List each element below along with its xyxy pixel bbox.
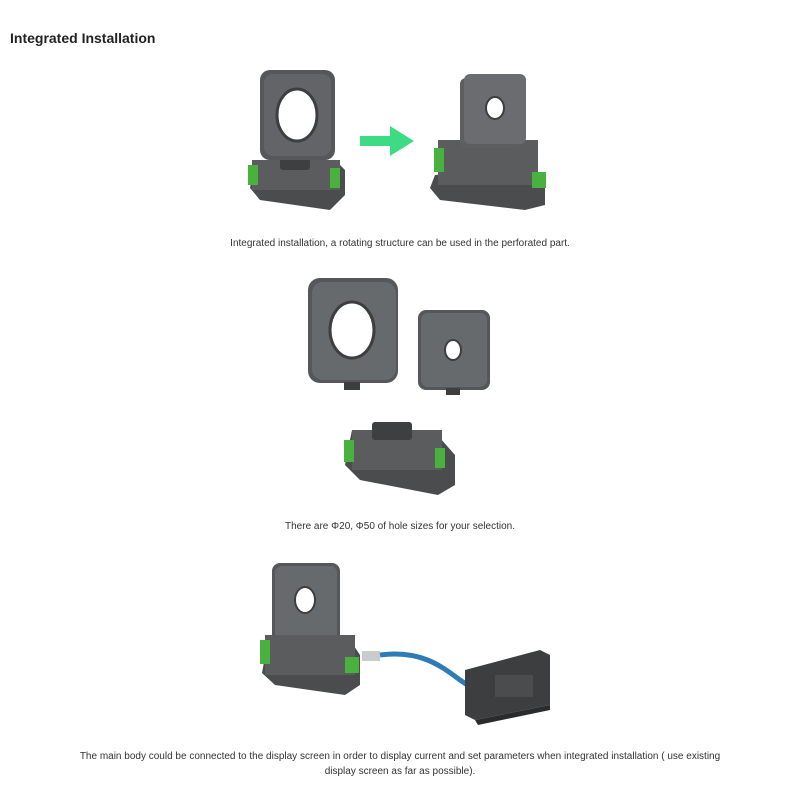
- page-title: Integrated Installation: [10, 30, 156, 46]
- base-module: [344, 422, 455, 495]
- caption-display-connection: The main body could be connected to the …: [0, 749, 800, 779]
- figure-display-connection: [260, 563, 550, 725]
- sensor-phi20: [418, 310, 490, 395]
- device-rotated-right: [430, 74, 546, 210]
- display-screen-module: [465, 650, 550, 725]
- figure-rotating-structure: [248, 70, 546, 210]
- caption-hole-sizes: There are Φ20, Φ50 of hole sizes for you…: [285, 521, 515, 532]
- caption-rotating-structure: Integrated installation, a rotating stru…: [230, 238, 570, 249]
- arrow-icon: [360, 126, 414, 156]
- figure-hole-sizes: [308, 278, 490, 495]
- device-large-ring-left: [248, 70, 345, 210]
- caption-line-2: display screen as far as possible).: [324, 766, 476, 777]
- caption-line-1: The main body could be connected to the …: [79, 751, 721, 762]
- main-body-device: [260, 563, 360, 695]
- sensor-phi50: [308, 278, 398, 390]
